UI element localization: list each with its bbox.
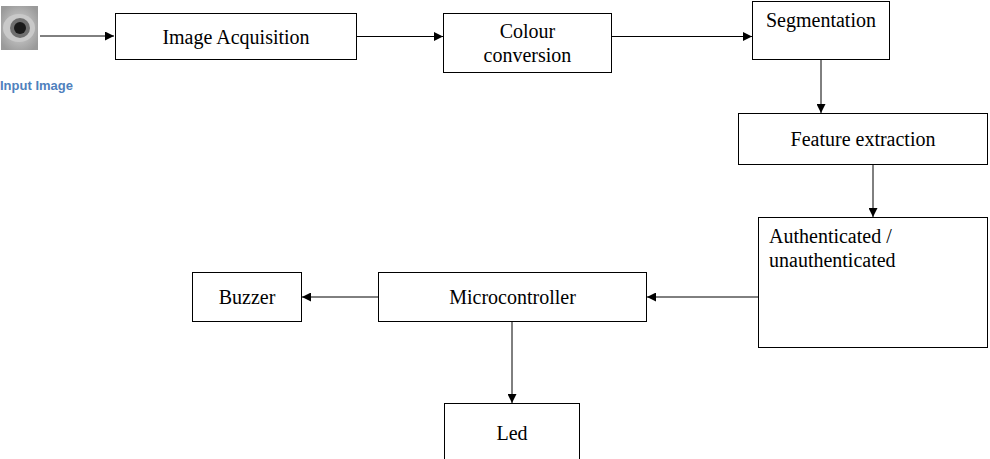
eye-sclera (3, 14, 35, 42)
process-box: Buzzer (192, 272, 302, 322)
box-label: Image Acquisition (162, 25, 309, 49)
box-label: Authenticated / unauthenticated (769, 224, 977, 272)
process-box: Led (444, 403, 580, 459)
input-arrow (40, 36, 114, 37)
eye-photo (1, 6, 38, 50)
caption-label: Input Image (0, 78, 73, 93)
process-box: Image Acquisition (115, 13, 357, 60)
box-label: Led (496, 421, 527, 445)
flow-arrow (302, 297, 378, 298)
process-box: Feature extraction (738, 113, 988, 165)
process-box: Authenticated / unauthenticated (758, 217, 988, 348)
box-label: Microcontroller (449, 285, 576, 309)
process-box: Segmentation (752, 1, 890, 60)
box-label: Feature extraction (791, 127, 936, 151)
eye-pupil (14, 22, 26, 34)
flow-arrow (821, 60, 822, 113)
box-label: Colour conversion (454, 19, 601, 67)
process-box: Colour conversion (443, 13, 612, 73)
box-label: Buzzer (219, 285, 276, 309)
flow-arrow (512, 322, 513, 403)
eye-illustration (0, 0, 116, 72)
eye-iris (10, 18, 30, 38)
flow-arrow (873, 165, 874, 217)
flow-arrow (357, 36, 443, 37)
flow-arrow (612, 36, 752, 37)
box-label: Segmentation (766, 8, 876, 32)
process-box: Microcontroller (378, 272, 647, 322)
flow-arrow (647, 297, 758, 298)
